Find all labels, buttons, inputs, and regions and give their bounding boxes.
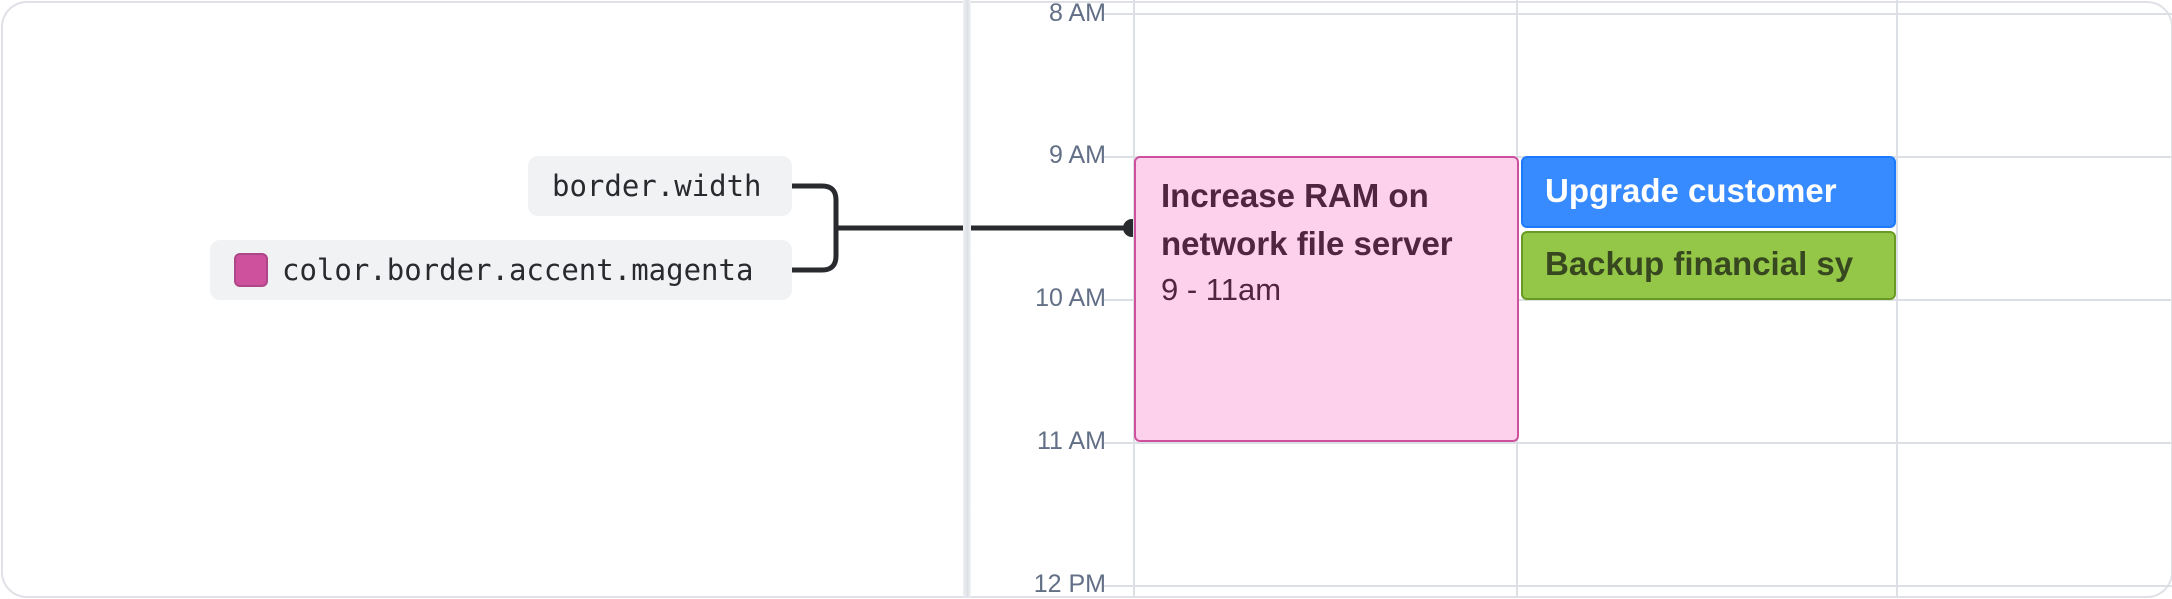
time-label: 12 PM [1033, 570, 1106, 598]
tick-10am [1104, 299, 1122, 301]
token-border-color-label: color.border.accent.magenta [282, 253, 754, 287]
event-title: Upgrade customer [1545, 172, 1837, 209]
token-border-color: color.border.accent.magenta [210, 240, 792, 300]
time-label: 8 AM [1049, 0, 1106, 27]
event-time: 9 - 11am [1161, 272, 1282, 307]
panel-divider [963, 0, 971, 597]
time-label: 10 AM [1035, 284, 1106, 312]
tick-12pm [1104, 585, 1122, 587]
event-green[interactable]: Backup financial sy [1521, 231, 1896, 300]
day-column-line [1896, 0, 1898, 597]
grid-line-12pm [1122, 585, 2172, 587]
tick-8am [1104, 13, 1122, 15]
token-border-width-label: border.width [552, 169, 762, 203]
time-label: 9 AM [1049, 141, 1106, 169]
grid-line-8am [1122, 13, 2172, 15]
event-title: Increase RAM on network file server [1161, 177, 1453, 262]
tick-11am [1104, 442, 1122, 444]
time-label: 11 AM [1036, 427, 1106, 455]
event-magenta[interactable]: Increase RAM on network file server 9 - … [1134, 156, 1519, 442]
tick-9am [1104, 156, 1122, 158]
event-title: Backup financial sy [1545, 245, 1854, 282]
grid-line-11am [1122, 442, 2172, 444]
token-border-width: border.width [528, 156, 792, 216]
event-blue[interactable]: Upgrade customer [1521, 156, 1896, 228]
grid-line-10am [1122, 299, 2172, 301]
magenta-swatch [234, 253, 268, 287]
